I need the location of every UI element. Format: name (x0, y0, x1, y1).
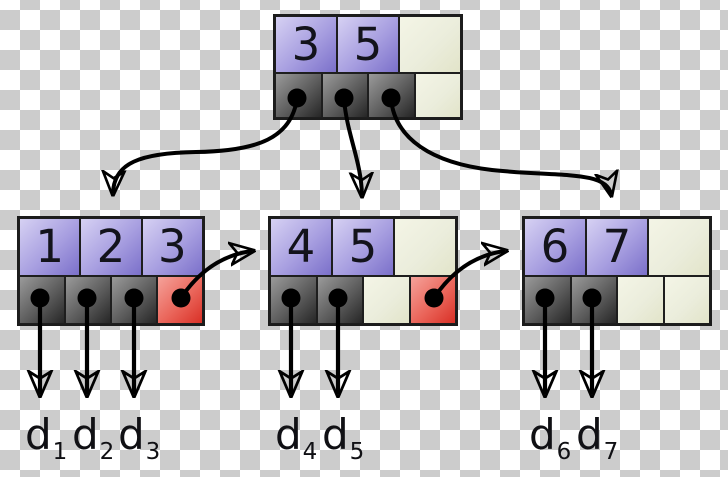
root-pointer-row (275, 72, 461, 118)
pointer-cell (316, 275, 363, 324)
sibling-pointer-cell (409, 275, 456, 324)
leaf-node-3: 6 7 (522, 216, 712, 326)
root-key-row: 3 5 (275, 16, 461, 73)
data-record-label: d2 (72, 410, 115, 466)
leaf3-pointer-row (524, 275, 710, 324)
leaf2-key-row: 4 5 (270, 218, 456, 276)
data-record-label: d5 (322, 410, 365, 466)
pointer-cell (570, 275, 617, 324)
key-cell: 2 (80, 218, 142, 276)
leaf-node-2: 4 5 (268, 216, 458, 326)
pointer-cell (368, 72, 415, 118)
key-cell: 1 (19, 218, 81, 276)
child-pointer-arrow (113, 98, 299, 193)
empty-key-cell (648, 218, 710, 276)
data-record-label: d4 (275, 410, 318, 466)
pointer-cell (111, 275, 157, 324)
key-cell: 5 (337, 16, 399, 73)
root-node: 3 5 (273, 14, 463, 120)
key-cell: 7 (586, 218, 648, 276)
sibling-pointer-cell (157, 275, 203, 324)
leaf2-pointer-row (270, 275, 456, 324)
key-cell: 3 (141, 218, 203, 276)
empty-pointer-cell (414, 72, 461, 118)
key-cell: 5 (332, 218, 394, 276)
key-cell: 4 (270, 218, 332, 276)
key-cell: 6 (524, 218, 586, 276)
pointer-cell (65, 275, 111, 324)
pointer-cell (19, 275, 65, 324)
pointer-cell (275, 72, 322, 118)
pointer-cell (270, 275, 317, 324)
data-record-label: d1 (25, 410, 68, 466)
key-cell: 3 (275, 16, 337, 73)
empty-pointer-cell (663, 275, 710, 324)
leaf3-key-row: 6 7 (524, 218, 710, 276)
empty-pointer-cell (363, 275, 410, 324)
data-record-label: d7 (576, 410, 619, 466)
pointer-cell (321, 72, 368, 118)
empty-key-cell (399, 16, 461, 73)
empty-pointer-cell (617, 275, 664, 324)
leaf1-pointer-row (19, 275, 203, 324)
leaf1-key-row: 1 2 3 (19, 218, 203, 276)
empty-key-cell (394, 218, 456, 276)
leaf-node-1: 1 2 3 (17, 216, 205, 326)
data-record-label: d3 (118, 410, 161, 466)
data-record-label: d6 (529, 410, 572, 466)
pointer-cell (524, 275, 571, 324)
